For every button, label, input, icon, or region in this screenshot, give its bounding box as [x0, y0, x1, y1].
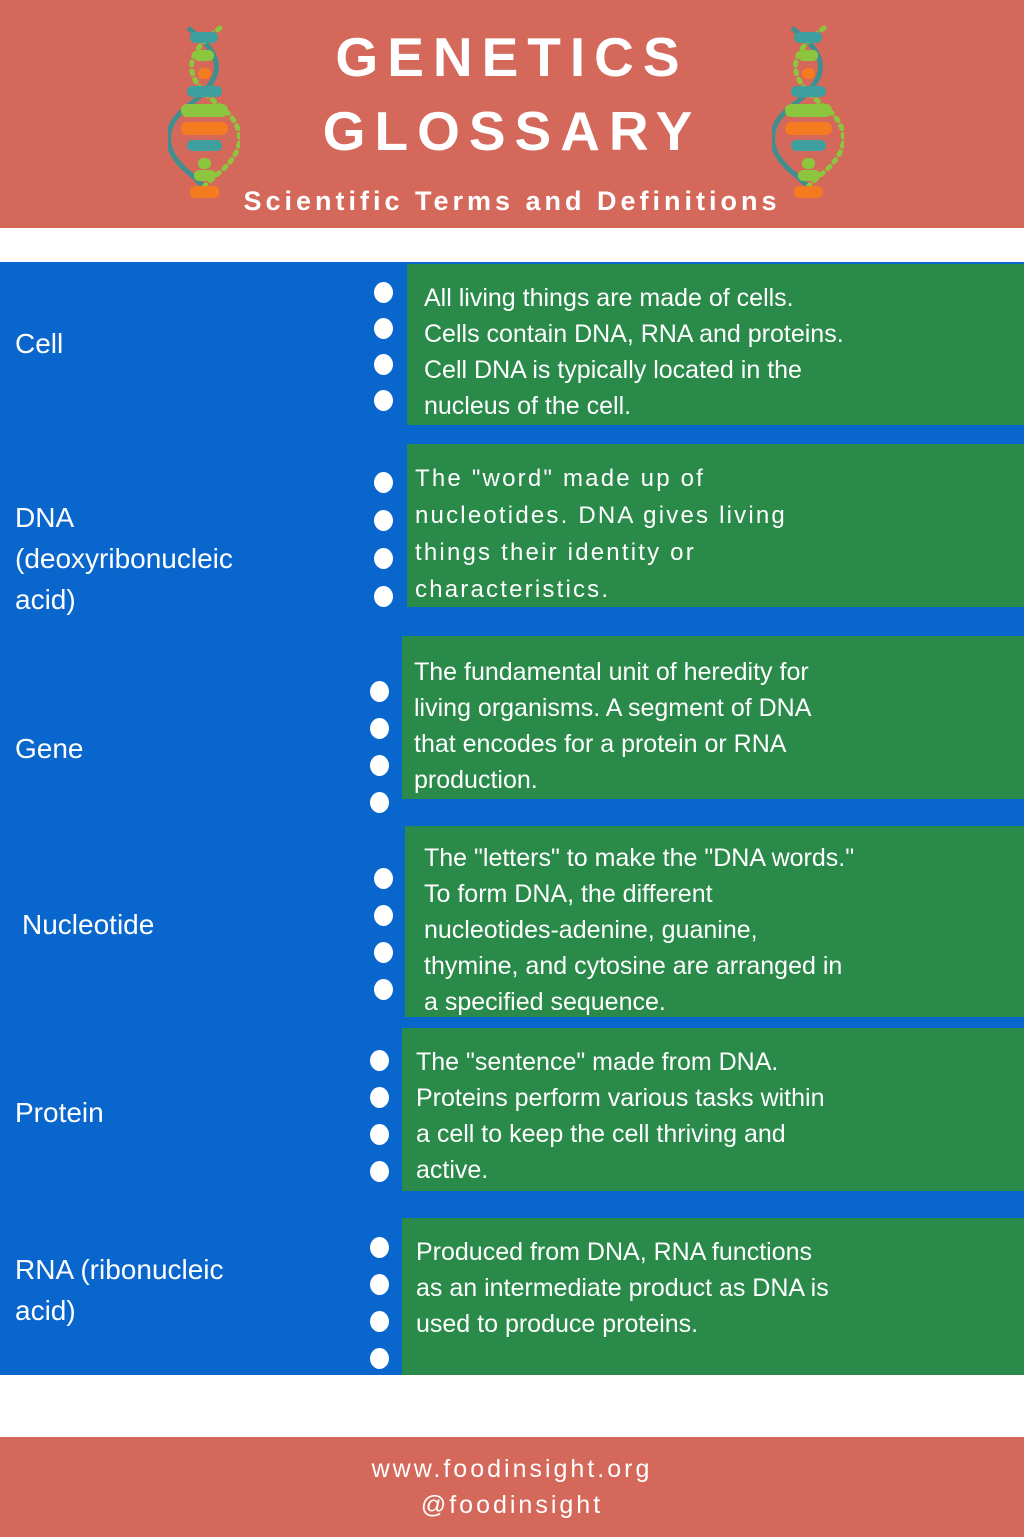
bullet-dot: [373, 979, 393, 1000]
glossary-row: Cell All living things are made of cells…: [0, 262, 1024, 444]
glossary-panel: Cell All living things are made of cells…: [0, 262, 1024, 1375]
bullet-column: [366, 1050, 392, 1182]
bullet-dot: [369, 1161, 389, 1182]
definition-box: The "letters" to make the "DNA words." T…: [405, 826, 1024, 1017]
glossary-row: Protein The "sentence" made from DNA. Pr…: [0, 1028, 1024, 1212]
bullet-dot: [369, 792, 389, 813]
header-subtitle: Scientific Terms and Definitions: [243, 186, 781, 216]
bullet-dot: [369, 1124, 389, 1145]
bullet-dot: [369, 1311, 389, 1332]
bullet-dot: [369, 1274, 389, 1295]
definition-text: Produced from DNA, RNA functions as an i…: [416, 1238, 829, 1338]
bullet-column: [366, 1237, 392, 1369]
bullet-dot: [373, 548, 393, 569]
definition-text: The "sentence" made from DNA. Proteins p…: [416, 1048, 825, 1184]
bullet-dot: [373, 282, 393, 303]
bullet-dot: [373, 354, 393, 375]
definition-box: Produced from DNA, RNA functions as an i…: [402, 1218, 1024, 1375]
footer-website[interactable]: www.foodinsight.org: [371, 1455, 653, 1483]
bullet-dot: [373, 942, 393, 963]
term-label: Nucleotide: [22, 909, 155, 940]
bullet-dot: [369, 1087, 389, 1108]
bullet-dot: [369, 1050, 389, 1071]
bullet-column: [370, 868, 396, 1000]
header-title-group: GENETICS GLOSSARY: [0, 20, 1024, 168]
bullet-dot: [369, 755, 389, 776]
bullet-column: [370, 472, 396, 607]
bullet-dot: [373, 586, 393, 607]
term-label: DNA (deoxyribonucleic acid): [15, 502, 233, 615]
bullet-column: [366, 681, 392, 813]
bullet-dot: [373, 868, 393, 889]
definition-text: The "word" made up of nucleotides. DNA g…: [415, 465, 787, 603]
bullet-column: [370, 282, 396, 411]
glossary-row: DNA (deoxyribonucleic acid) The "word" m…: [0, 444, 1024, 636]
title-line-1: GENETICS: [335, 26, 689, 88]
bullet-dot: [369, 681, 389, 702]
title-line-2: GLOSSARY: [322, 100, 702, 162]
definition-box: The "sentence" made from DNA. Proteins p…: [402, 1028, 1024, 1191]
bullet-dot: [369, 718, 389, 739]
dna-helix-icon: [772, 25, 844, 199]
term-label: Gene: [15, 733, 84, 764]
glossary-row: Gene The fundamental unit of heredity fo…: [0, 636, 1024, 826]
bullet-dot: [373, 318, 393, 339]
definition-text: The "letters" to make the "DNA words." T…: [424, 844, 855, 1016]
bullet-dot: [369, 1348, 389, 1369]
definition-box: The "word" made up of nucleotides. DNA g…: [407, 444, 1024, 607]
definition-text: All living things are made of cells. Cel…: [424, 284, 844, 420]
footer-handle[interactable]: @foodinsight: [420, 1491, 604, 1519]
definition-box: All living things are made of cells. Cel…: [407, 264, 1024, 425]
bullet-dot: [373, 510, 393, 531]
definition-text: The fundamental unit of heredity for liv…: [414, 658, 812, 794]
definition-box: The fundamental unit of heredity for liv…: [402, 636, 1024, 799]
footer-banner: www.foodinsight.org @foodinsight: [0, 1437, 1024, 1537]
header-banner: GENETICS GLOSSARY Scientific Terms and D…: [0, 0, 1024, 228]
term-label: Protein: [15, 1097, 104, 1128]
glossary-row: RNA (ribonucleic acid) Produced from DNA…: [0, 1212, 1024, 1375]
bullet-dot: [369, 1237, 389, 1258]
dna-helix-icon: [168, 25, 240, 199]
bullet-dot: [373, 390, 393, 411]
term-label: Cell: [15, 328, 64, 359]
bullet-dot: [373, 905, 393, 926]
glossary-row: Nucleotide The "letters" to make the "DN…: [0, 826, 1024, 1028]
bullet-dot: [373, 472, 393, 493]
term-label: RNA (ribonucleic acid): [15, 1254, 224, 1326]
